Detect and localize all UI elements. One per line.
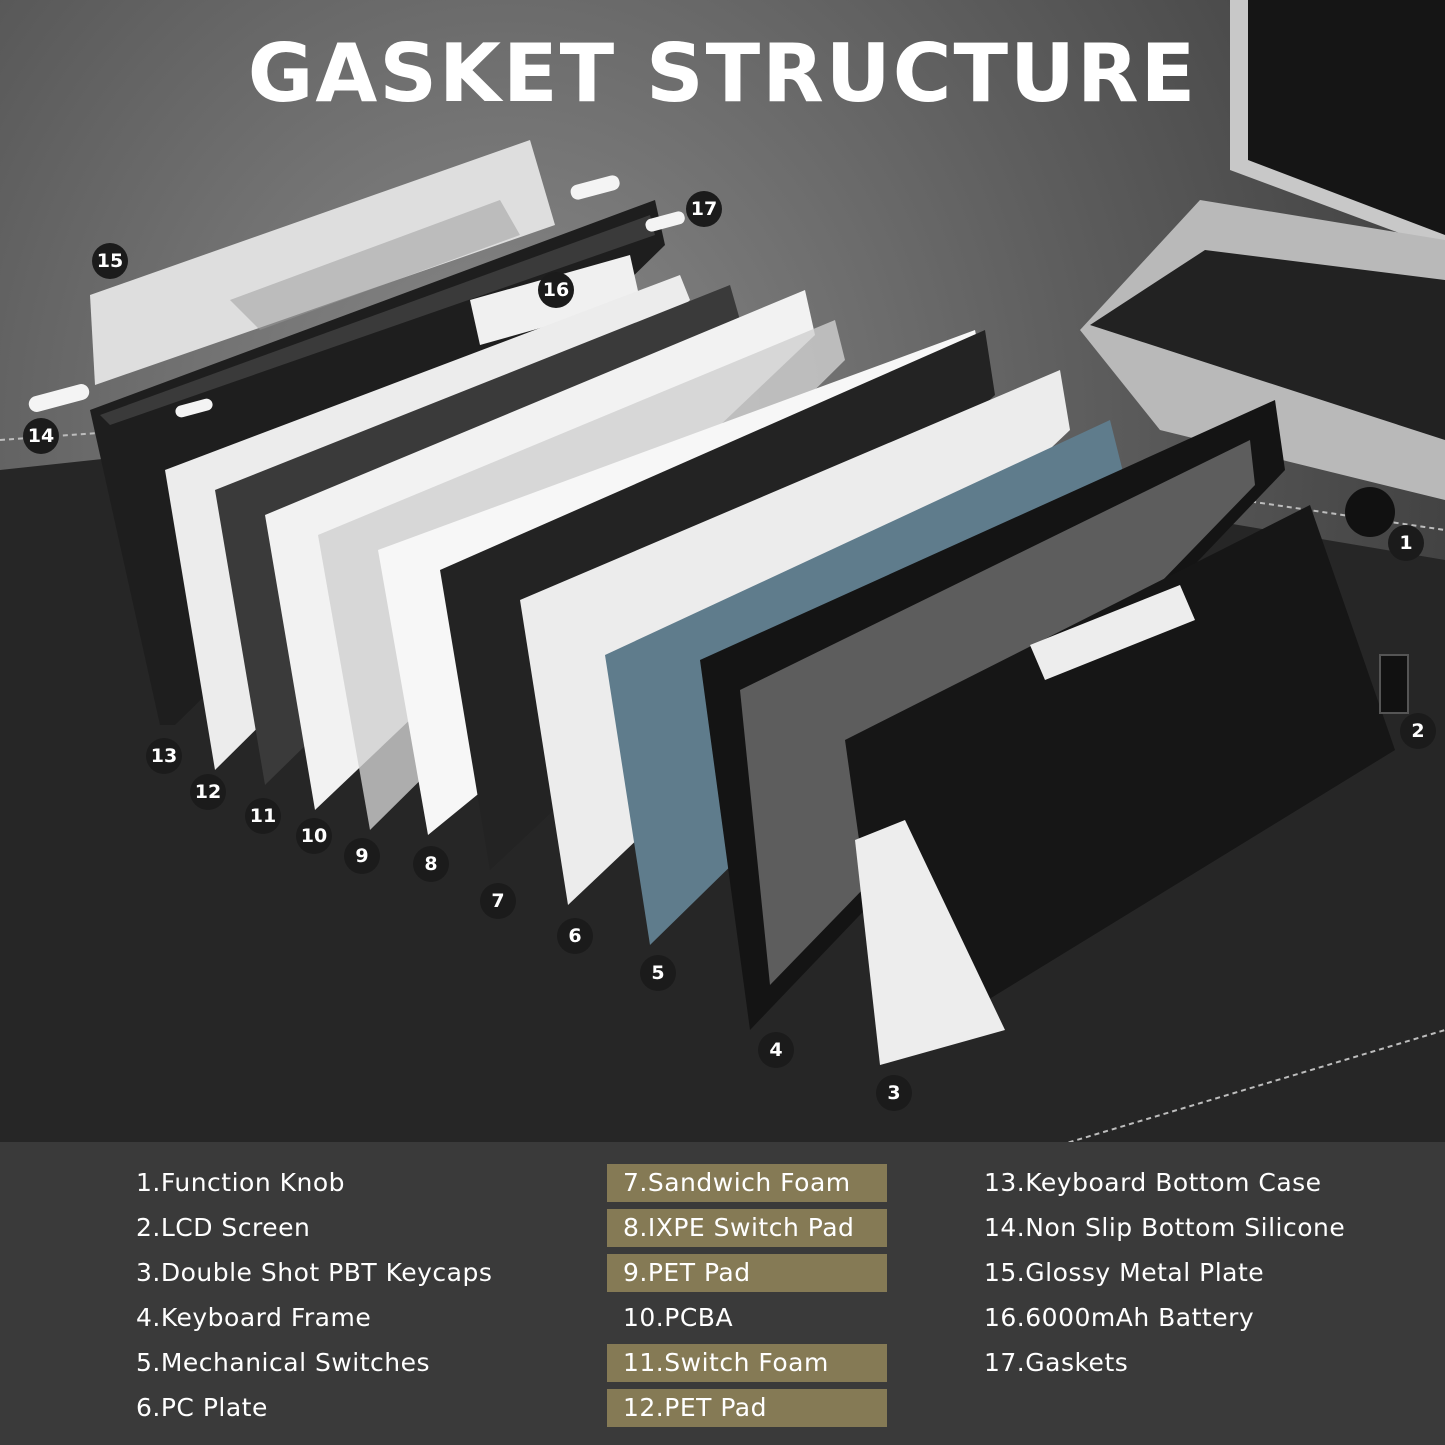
legend-item: 17.Gaskets bbox=[984, 1348, 1129, 1377]
legend-panel: 1.Function Knob 2.LCD Screen 3.Double Sh… bbox=[0, 1142, 1445, 1445]
marker-4: 4 bbox=[758, 1032, 794, 1068]
legend-item: 6.PC Plate bbox=[136, 1393, 268, 1422]
legend-item-highlighted: 7.Sandwich Foam bbox=[607, 1164, 887, 1209]
marker-13: 13 bbox=[146, 738, 182, 774]
legend-item: 4.Keyboard Frame bbox=[136, 1303, 372, 1332]
glossy-metal-plate bbox=[90, 140, 555, 385]
marker-16: 16 bbox=[538, 272, 574, 308]
legend-item-highlighted: 12.PET Pad bbox=[607, 1389, 887, 1434]
legend-item: 14.Non Slip Bottom Silicone bbox=[984, 1213, 1346, 1242]
marker-3: 3 bbox=[876, 1075, 912, 1111]
laptop bbox=[1080, 0, 1445, 500]
legend-item-highlighted: 9.PET Pad bbox=[607, 1254, 887, 1299]
marker-15: 15 bbox=[92, 243, 128, 279]
legend-item-highlighted: 8.IXPE Switch Pad bbox=[607, 1209, 887, 1254]
legend-item: 5.Mechanical Switches bbox=[136, 1348, 431, 1377]
exploded-keyboard-illustration bbox=[0, 0, 1445, 1145]
legend-item: 13.Keyboard Bottom Case bbox=[984, 1168, 1322, 1197]
marker-9: 9 bbox=[344, 838, 380, 874]
marker-1: 1 bbox=[1388, 525, 1424, 561]
marker-8: 8 bbox=[413, 846, 449, 882]
legend-item: 10.PCBA bbox=[623, 1303, 734, 1332]
legend-item-highlighted: 11.Switch Foam bbox=[607, 1344, 887, 1389]
legend-column-2: 7.Sandwich Foam 8.IXPE Switch Pad 9.PET … bbox=[607, 1164, 887, 1434]
marker-5: 5 bbox=[640, 955, 676, 991]
marker-17: 17 bbox=[686, 191, 722, 227]
legend-item: 16.6000mAh Battery bbox=[984, 1303, 1255, 1332]
lcd-screen bbox=[1379, 654, 1409, 714]
function-knob bbox=[1345, 487, 1395, 537]
legend-column-1: 1.Function Knob 2.LCD Screen 3.Double Sh… bbox=[120, 1164, 508, 1434]
legend-item: 3.Double Shot PBT Keycaps bbox=[136, 1258, 493, 1287]
legend-column-3: 13.Keyboard Bottom Case 14.Non Slip Bott… bbox=[968, 1164, 1361, 1389]
marker-10: 10 bbox=[296, 818, 332, 854]
gasket bbox=[28, 384, 90, 412]
legend-item: 2.LCD Screen bbox=[136, 1213, 311, 1242]
marker-7: 7 bbox=[480, 883, 516, 919]
legend-item: 1.Function Knob bbox=[136, 1168, 346, 1197]
marker-14: 14 bbox=[23, 418, 59, 454]
marker-2: 2 bbox=[1400, 713, 1436, 749]
marker-6: 6 bbox=[557, 918, 593, 954]
keycaps bbox=[845, 505, 1395, 1060]
marker-12: 12 bbox=[190, 774, 226, 810]
marker-11: 11 bbox=[245, 798, 281, 834]
page-title: GASKET STRUCTURE bbox=[247, 27, 1198, 120]
legend-item: 15.Glossy Metal Plate bbox=[984, 1258, 1265, 1287]
